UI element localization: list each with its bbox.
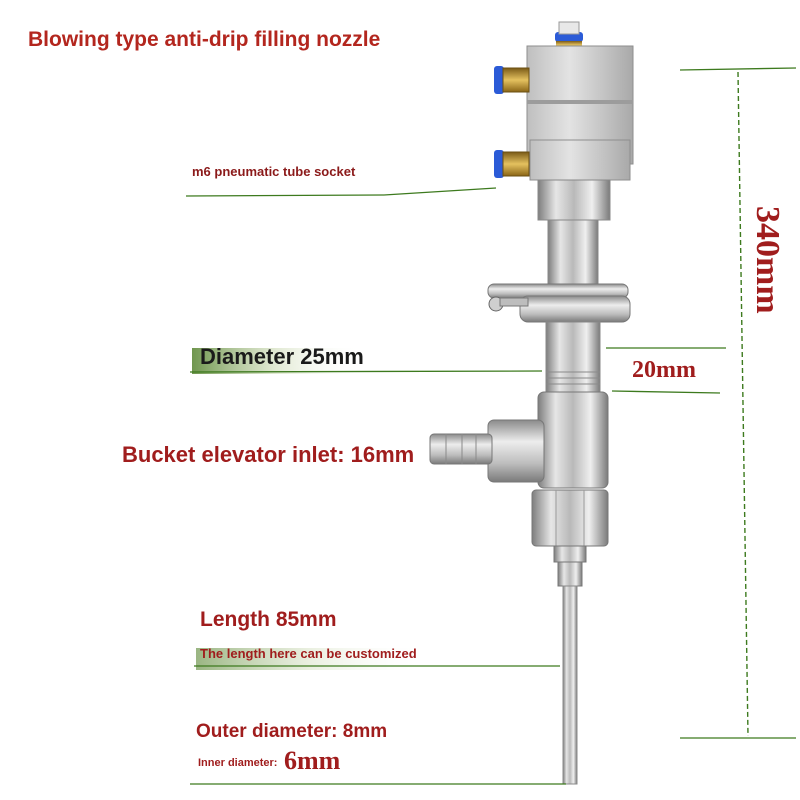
dimension-line-top xyxy=(679,67,797,71)
side-fitting-blue-icon xyxy=(494,66,504,94)
tube-nut xyxy=(557,561,583,587)
inlet-label: Bucket elevator inlet: 16mm xyxy=(122,442,415,467)
label-highlight xyxy=(192,348,362,374)
inner-diameter-label: Inner diameter: xyxy=(198,757,278,769)
clamp-ring xyxy=(519,295,631,323)
page-title: Blowing type anti-drip filling nozzle xyxy=(28,28,381,51)
dimension-20mm-label: 20mm xyxy=(632,357,696,383)
tee-branch xyxy=(487,419,545,483)
top-fitting-brass-icon xyxy=(556,41,582,49)
middle-body xyxy=(545,321,601,393)
clamp-screw xyxy=(499,297,529,307)
tee-body xyxy=(537,391,609,489)
discharge-tube xyxy=(562,585,578,785)
leader-line-20mm-bottom xyxy=(611,390,721,394)
side-fitting-blue-icon xyxy=(494,150,504,178)
side-fitting-brass-icon xyxy=(502,151,530,177)
dimension-line-vertical xyxy=(737,71,749,737)
length-label: Length 85mm xyxy=(200,608,337,631)
outer-diameter-label: Outer diameter: 8mm xyxy=(196,721,388,742)
hex-nut xyxy=(531,489,609,547)
inner-diameter-value: 6mm xyxy=(284,746,341,775)
reducer-fitting xyxy=(553,545,587,563)
label-highlight xyxy=(196,648,426,670)
cylinder-adapter xyxy=(537,179,611,221)
leader-line-socket xyxy=(383,187,497,196)
hose-barb-inlet xyxy=(429,433,493,465)
cylinder-lower-block xyxy=(529,139,631,181)
leader-line-socket xyxy=(185,194,385,197)
socket-label: m6 pneumatic tube socket xyxy=(192,164,356,179)
side-fitting-brass-icon xyxy=(502,67,530,93)
cylinder-groove xyxy=(527,100,633,104)
leader-line-diameter xyxy=(189,370,543,373)
diameter-label: Diameter 25mm xyxy=(200,344,364,369)
total-height-label: 340mm xyxy=(749,206,786,314)
customizable-note: The length here can be customized xyxy=(200,646,417,661)
upper-stem xyxy=(547,219,599,291)
top-fitting-cap-icon xyxy=(558,21,580,35)
